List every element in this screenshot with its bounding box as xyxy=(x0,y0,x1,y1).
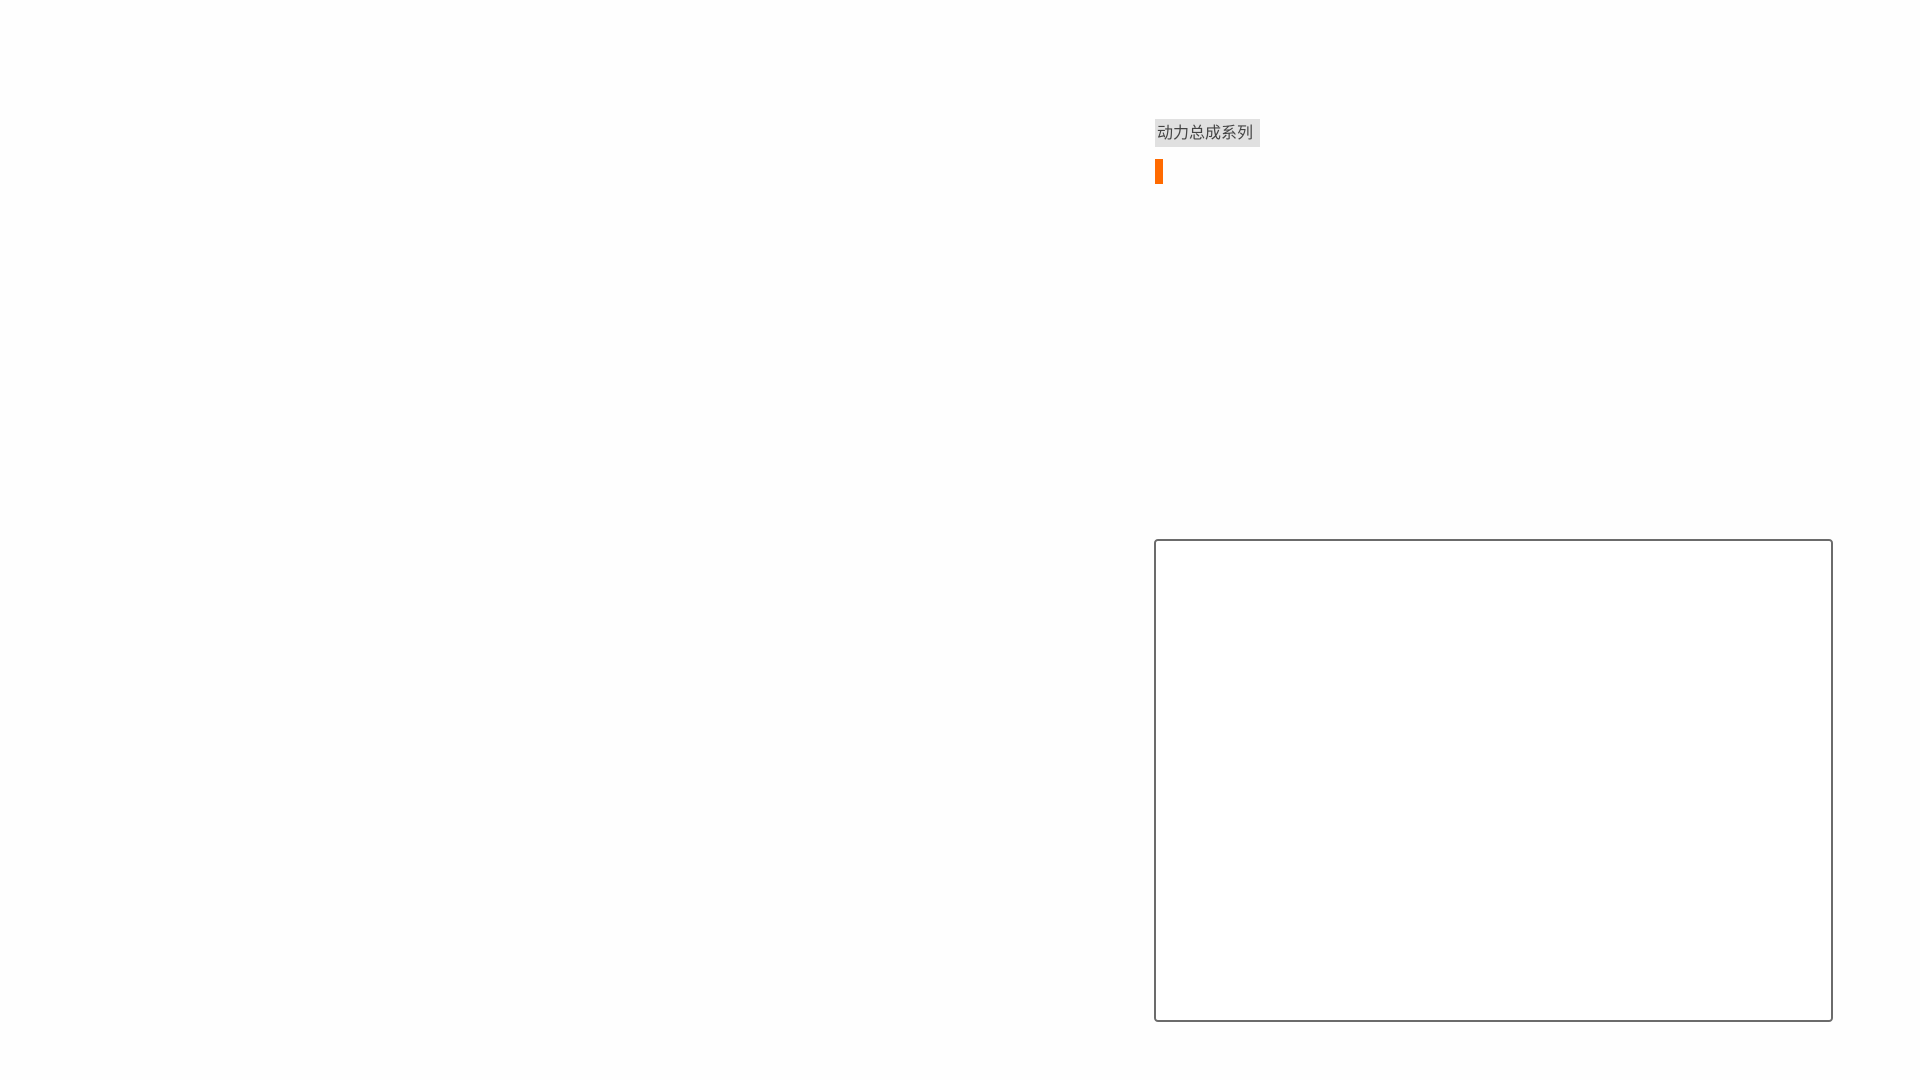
accent-indicator-bar xyxy=(1155,159,1163,184)
content-frame xyxy=(1154,539,1833,1022)
powertrain-series-tab[interactable]: 动力总成系列 xyxy=(1155,119,1261,147)
